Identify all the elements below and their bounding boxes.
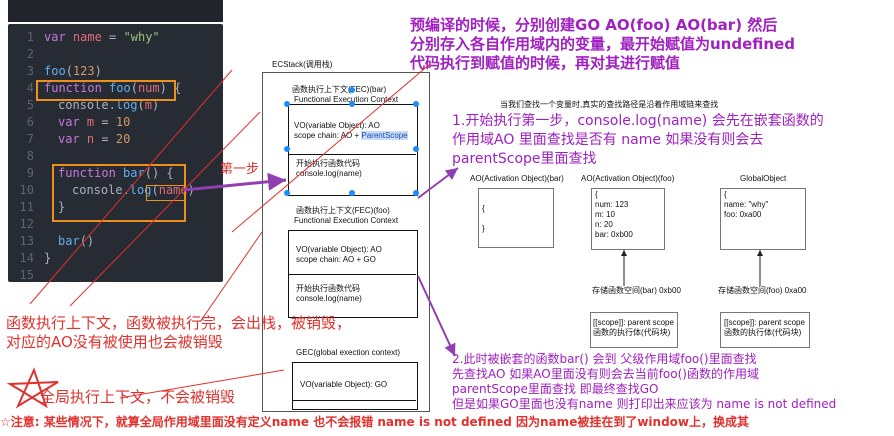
arrow-code-to-fec <box>183 172 287 192</box>
line-number: 10 <box>19 183 34 197</box>
note-lookup: 当我们查找一个变量时,真实的查找路径是沿着作用域链来查找 <box>500 100 719 109</box>
ao-bar-title: AO(Activation Object)(bar) <box>470 174 564 183</box>
line-number: 9 <box>26 166 34 180</box>
go-box <box>720 188 806 250</box>
mem-bar-lines: [[scope]]: parent scope 函数的执行体(代码块) <box>593 318 674 337</box>
selection-handle[interactable] <box>349 101 355 107</box>
rotate-handle[interactable] <box>349 87 355 93</box>
code-line: var m = 10 <box>58 115 131 129</box>
mem-bar-title: 存储函数空间(bar) 0xb00 <box>592 286 681 295</box>
line-number: 4 <box>26 81 34 95</box>
highlight-foo-box <box>36 80 176 101</box>
go-lines: { name: "why" foo: 0xa00 <box>724 190 769 219</box>
parent-scope-highlight: ParentScope <box>361 131 408 140</box>
highlight-name-box <box>146 185 186 201</box>
fec-foo-vo: VO(variable Object): AO <box>296 245 382 254</box>
note-precompile: 预编译的时候，分别创建GO AO(foo) AO(bar) 然后 分别存入各自作… <box>410 16 795 72</box>
line-number: 15 <box>19 268 34 282</box>
note-fec-destroy: 函数执行上下文，函数被执行完，会出栈，被销毁， 对应的AO没有被使用也会被销毁 <box>6 314 352 351</box>
arrow-foo-to-step2 <box>417 275 456 357</box>
ao-foo-lines: { num: 123 m: 10 n: 20 bar: 0xb00 <box>595 190 633 239</box>
fec-bar-subtitle: Functional Execution Context <box>294 95 399 104</box>
code-editor[interactable]: 1 var name = "why" 2 3 foo(123) 4 functi… <box>8 24 223 282</box>
fec-bar-title: 函数执行上下文(FEC)(bar) <box>292 85 387 94</box>
line-number: 14 <box>19 251 34 265</box>
line-number: 5 <box>26 98 34 112</box>
red-line <box>199 231 263 323</box>
selection-handle[interactable] <box>284 146 290 152</box>
code-line: } <box>58 200 66 214</box>
selection-handle[interactable] <box>284 101 290 107</box>
fec-bar-box[interactable] <box>288 104 418 196</box>
fec-bar-divider <box>289 154 416 155</box>
fec-bar-scope: scope chain: AO + ParentScope <box>294 131 408 140</box>
mem-foo-box <box>720 312 810 348</box>
selection-handle[interactable] <box>413 101 419 107</box>
gec-box[interactable] <box>292 362 418 410</box>
line-number: 1 <box>26 30 34 44</box>
red-line <box>69 111 261 307</box>
code-line: bar() <box>58 234 95 248</box>
line-number: 7 <box>26 132 34 146</box>
fec-foo-divider <box>289 274 416 275</box>
note-bottom: ☆注意: 某些情况下，就算全局作用域里面没有定义name 也不会报错 name … <box>0 415 749 429</box>
gec-title: GEC(global exection context) <box>296 348 401 357</box>
fec-bar-code1: 开始执行函数代码 <box>296 159 360 168</box>
line-number: 12 <box>19 217 34 231</box>
step-one-label: 第一步 <box>220 162 260 177</box>
ao-foo-box <box>591 188 665 250</box>
selection-handle[interactable] <box>413 190 419 196</box>
code-line-foo-def: function foo(num) { <box>44 81 182 95</box>
arrow-fec-to-step1 <box>417 167 459 199</box>
gec-divider <box>293 400 416 401</box>
selection-handle[interactable] <box>413 146 419 152</box>
ao-bar-box <box>478 188 554 248</box>
go-title: GlobalObject <box>740 174 787 183</box>
fec-foo-code2: console.log(name) <box>296 294 362 303</box>
note-gec-keep: 全局执行上下文，不会被销毁 <box>40 388 236 406</box>
code-line: console.log(m) <box>58 98 160 112</box>
mem-foo-lines: [[scope]]: parent scope 函数的执行体(代码块) <box>724 318 805 337</box>
star-scribble-icon <box>6 367 59 409</box>
line-number: 13 <box>19 234 34 248</box>
red-line <box>231 63 431 233</box>
code-line: } <box>44 251 52 265</box>
fec-bar-vo: VO(variable Object): AO <box>294 121 380 130</box>
fec-foo-title: 函数执行上下文(FEC)(foo) <box>296 206 390 215</box>
fec-foo-code1: 开始执行函数代码 <box>296 284 360 293</box>
ao-bar-body: { } <box>482 204 485 233</box>
mem-bar-box <box>590 312 678 348</box>
note-step2: 2.此时被嵌套的函数bar() 会到 父级作用域foo()里面查找 先查找AO … <box>452 352 837 411</box>
ao-foo-title: AO(Activation Object)(foo) <box>581 174 675 183</box>
fec-foo-subtitle: Functional Execution Context <box>294 216 399 225</box>
gec-vo: VO(variable Object): GO <box>300 380 388 389</box>
selection-handle[interactable] <box>349 190 355 196</box>
code-line: var n = 20 <box>58 132 131 146</box>
fec-foo-scope: scope chain: AO + GO <box>296 255 376 264</box>
code-line-bar-def: function bar() { <box>58 166 174 180</box>
ecstack-title: ECStack(调用栈) <box>272 60 333 69</box>
code-line: foo(123) <box>44 64 102 78</box>
code-line: var name = "why" <box>44 30 160 44</box>
mem-foo-title: 存储函数空间(foo) 0xa00 <box>718 286 807 295</box>
line-number: 11 <box>19 200 34 214</box>
red-line <box>29 69 233 305</box>
line-number: 6 <box>26 115 34 129</box>
line-number: 3 <box>26 64 34 78</box>
fec-bar-code2: console.log(name) <box>296 169 362 178</box>
line-number: 2 <box>26 47 34 61</box>
line-number: 8 <box>26 149 34 163</box>
red-line <box>119 369 285 399</box>
editor-tab-strip <box>8 0 223 22</box>
selection-handle[interactable] <box>284 190 290 196</box>
note-step1: 1.开始执行第一步，console.log(name) 会先在嵌套函数的 作用域… <box>452 113 824 167</box>
